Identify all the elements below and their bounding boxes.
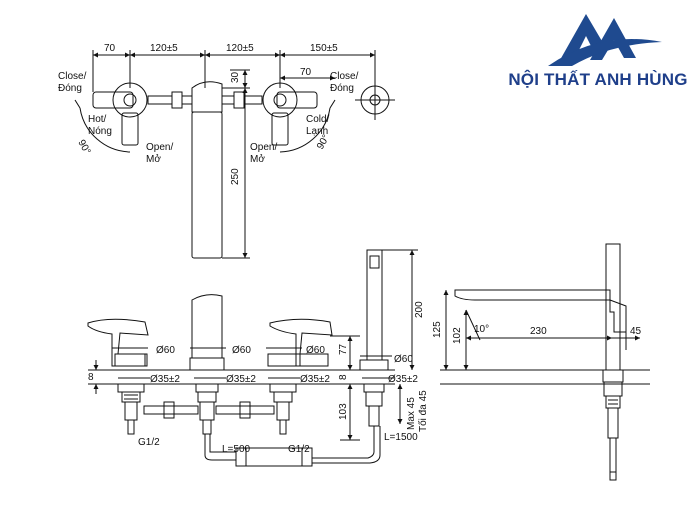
label-nong: Nóng — [88, 126, 112, 137]
label-close-left: Close/ — [58, 71, 87, 82]
label-open-right: Open/ — [250, 142, 277, 153]
label-hot: Hot/ — [88, 114, 107, 125]
label-mo-left: Mở — [146, 153, 161, 165]
thread-right: G1/2 — [288, 444, 310, 455]
dia-35-1: Ø35±2 — [150, 374, 180, 385]
dia-35-2: Ø35±2 — [226, 374, 256, 385]
label-open-left: Open/ — [146, 142, 173, 153]
dim-102: 102 — [452, 327, 463, 344]
max-45: Max 45 — [406, 397, 417, 430]
dia-35-3: Ø35±2 — [300, 374, 330, 385]
top-view — [74, 50, 395, 259]
dim-70: 70 — [104, 43, 116, 54]
front-view — [87, 249, 418, 467]
label-dong-right: Đóng — [330, 83, 354, 94]
dim-70-right: 70 — [300, 67, 312, 78]
hose-short: L=500 — [222, 444, 251, 455]
dim-77: 77 — [338, 343, 349, 355]
front-view-labels: Ø60 Ø60 Ø60 Ø60 Ø35±2 Ø35±2 Ø35±2 Ø35±2 … — [88, 301, 429, 455]
dim-120-right: 120±5 — [226, 43, 254, 54]
thread-left: G1/2 — [138, 437, 160, 448]
dim-8-right: 8 — [338, 374, 349, 380]
dia-35-4: Ø35±2 — [388, 374, 418, 385]
dim-45: 45 — [630, 326, 642, 337]
dim-120-left: 120±5 — [150, 43, 178, 54]
top-view-labels: 70 120±5 120±5 150±5 30 250 Close/ Đóng … — [58, 43, 359, 185]
dim-150: 150±5 — [310, 43, 338, 54]
dim-103: 103 — [338, 403, 349, 420]
dia-60-2: Ø60 — [232, 345, 251, 356]
dim-125: 125 — [432, 321, 443, 338]
angle-left: 90° — [75, 138, 92, 157]
dim-8-left: 8 — [88, 372, 94, 383]
side-view — [440, 243, 650, 481]
label-close-right: Close/ — [330, 71, 359, 82]
dim-200: 200 — [414, 301, 425, 318]
label-mo-right: Mở — [250, 153, 265, 165]
dia-60-1: Ø60 — [156, 345, 175, 356]
dim-250: 250 — [230, 168, 241, 185]
brand-name: NỘI THẤT ANH HÙNG — [508, 70, 688, 89]
dim-230: 230 — [530, 326, 547, 337]
label-cold: Cold/ — [306, 114, 330, 125]
label-lanh: Lạnh — [306, 126, 328, 137]
side-view-labels: 125 102 10° 230 45 — [432, 321, 642, 344]
max-45-vi: Tối đa 45 — [417, 390, 429, 432]
angle-10: 10° — [474, 324, 489, 335]
dia-60-4: Ø60 — [394, 354, 413, 365]
hose-long: L=1500 — [384, 432, 418, 443]
brand-logo-icon — [548, 14, 662, 66]
dim-30: 30 — [230, 71, 241, 83]
dia-60-3: Ø60 — [306, 345, 325, 356]
label-dong-left: Đóng — [58, 83, 82, 94]
